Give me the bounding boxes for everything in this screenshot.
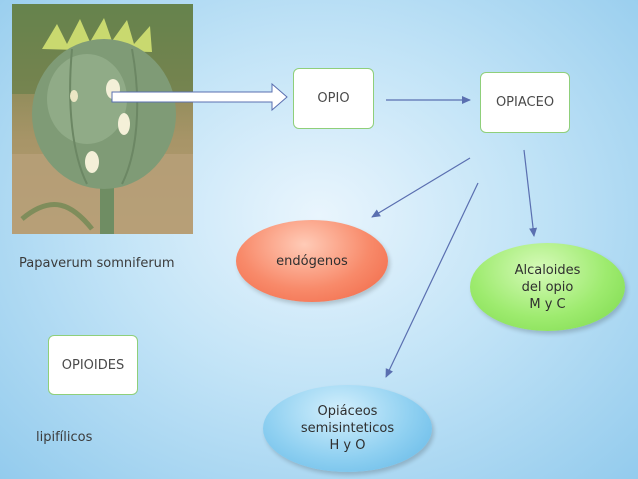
opioides-label: OPIOIDES	[61, 357, 125, 373]
opio-label: OPIO	[317, 91, 350, 106]
poppy-illustration	[12, 4, 193, 234]
papaverum-somniferum-label: Papaverum somniferum	[19, 256, 175, 271]
opiaceo-to-opiaceos-arrow	[385, 182, 479, 378]
lipifilicos-label: lipifílicos	[36, 430, 93, 445]
opiaceo-label: OPIACEO	[495, 95, 555, 110]
opiaceo-to-alcaloides-arrow	[523, 149, 538, 237]
opiaceos-label: Opiáceos semisinteticos H y O	[300, 404, 395, 453]
alcaloides-label: Alcaloides del opio M y C	[514, 262, 581, 312]
endogenos-ellipse: endógenos	[236, 220, 388, 302]
poppy-capsule-photo	[12, 4, 193, 234]
opioides-box: OPIOIDES	[48, 335, 138, 395]
opiaceo-box: OPIACEO	[480, 72, 570, 133]
opiaceos-ellipse: Opiáceos semisinteticos H y O	[263, 385, 432, 472]
endogenos-label: endógenos	[276, 253, 348, 269]
opio-box: OPIO	[293, 68, 374, 129]
alcaloides-ellipse: Alcaloides del opio M y C	[470, 243, 625, 331]
photo-to-opio-arrow	[111, 82, 288, 112]
opiaceo-to-endogenos-arrow	[371, 157, 471, 218]
